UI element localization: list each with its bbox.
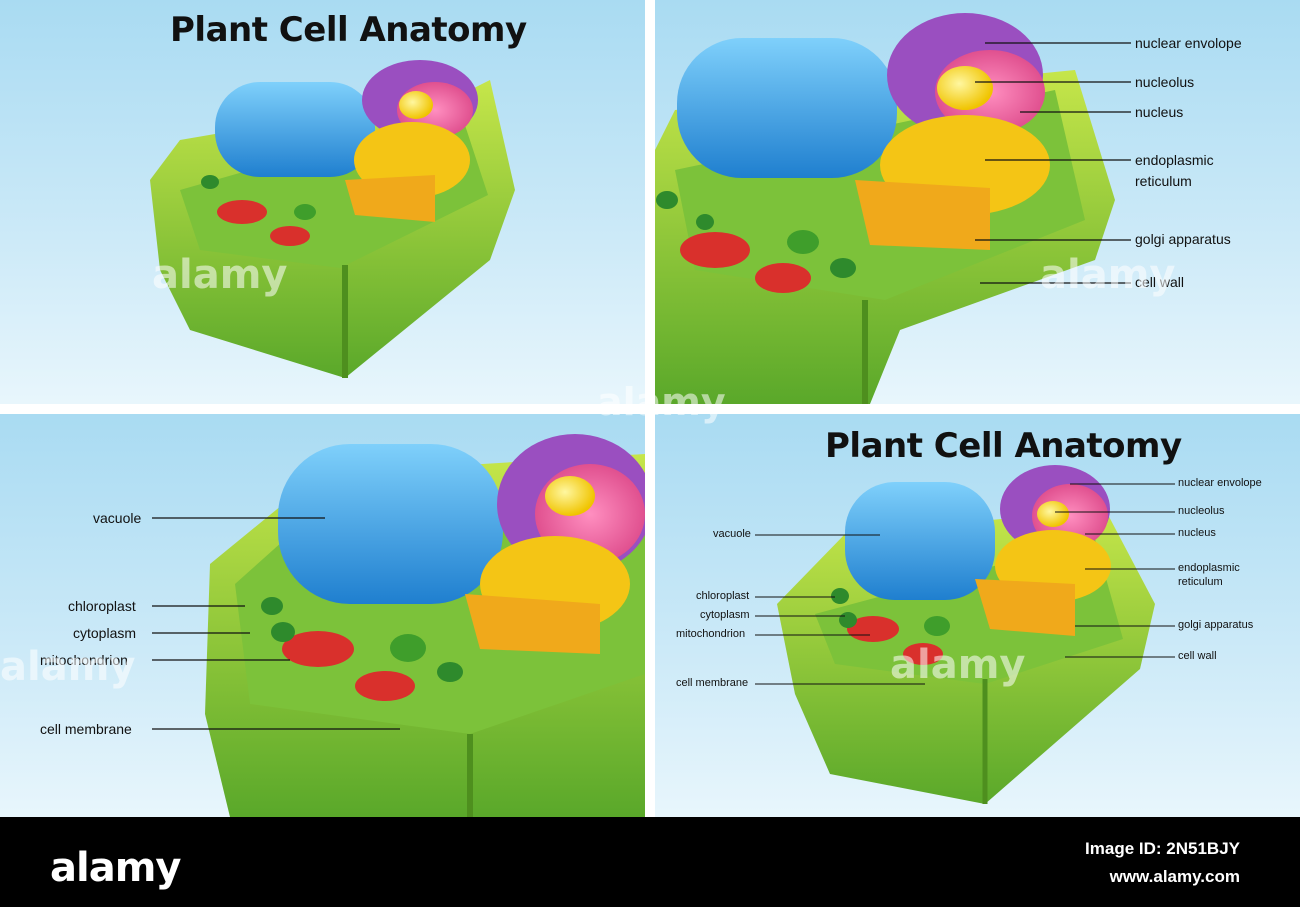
label-nucleolus: nucleolus: [1135, 74, 1195, 90]
label-mitochondrion: mitochondrion: [676, 628, 746, 640]
label-chloroplast: chloroplast: [696, 590, 750, 602]
site-url: www.alamy.com: [1109, 867, 1240, 886]
watermark: alamy: [0, 644, 136, 690]
label-nucleus: nucleus: [1178, 527, 1216, 539]
watermark: alamy: [597, 380, 726, 424]
watermark: alamy: [1040, 252, 1176, 298]
label-cytoplasm: cytoplasm: [700, 609, 750, 621]
footer-bar: alamy Image ID: 2N51BJY www.alamy.com: [0, 817, 1300, 907]
label-nuclear-envelope: nuclear envolope: [1135, 35, 1242, 51]
cell-illustration: [655, 414, 1300, 817]
panel-bottom-left: vacuole chloroplast cytoplasm mitochondr…: [0, 414, 645, 817]
cell-illustration: [655, 0, 1300, 404]
label-nuclear-envelope: nuclear envolope: [1178, 477, 1262, 489]
label-er-line1: endoplasmic: [1135, 152, 1214, 168]
panel-top-right: nuclear envolope nucleolus nucleus endop…: [655, 0, 1300, 404]
leader-lines: [152, 517, 400, 730]
label-chloroplast: chloroplast: [68, 598, 136, 614]
panel-bottom-right: Plant Cell Anatomy nuclear envolope nucl…: [655, 414, 1300, 817]
page-title: Plant Cell Anatomy: [170, 10, 527, 50]
watermark: alamy: [890, 642, 1026, 688]
watermark: alamy: [152, 252, 288, 298]
cell-illustration: [0, 0, 645, 404]
label-nucleolus: nucleolus: [1178, 505, 1225, 517]
label-cell-membrane: cell membrane: [676, 677, 749, 689]
label-golgi: golgi apparatus: [1178, 619, 1254, 631]
label-nucleus: nucleus: [1135, 104, 1184, 120]
page-title: Plant Cell Anatomy: [825, 426, 1182, 466]
image-id: Image ID: 2N51BJY: [1085, 839, 1240, 858]
label-cytoplasm: cytoplasm: [73, 625, 137, 641]
label-cell-wall: cell wall: [1178, 650, 1217, 662]
label-er-line2: reticulum: [1135, 173, 1192, 189]
leader-lines: [975, 42, 1131, 284]
label-cell-wall: cell wall: [1135, 274, 1185, 290]
leader-lines: [755, 483, 1175, 685]
label-mitochondrion: mitochondrion: [40, 652, 128, 668]
brand-logo: alamy: [50, 845, 181, 891]
label-vacuole: vacuole: [713, 528, 751, 540]
cell-illustration: [0, 414, 645, 817]
label-golgi: golgi apparatus: [1135, 231, 1231, 247]
panel-top-left: Plant Cell Anatomy alamy: [0, 0, 645, 404]
label-vacuole: vacuole: [93, 510, 142, 526]
label-cell-membrane: cell membrane: [40, 721, 132, 737]
label-er-line2: reticulum: [1178, 576, 1223, 588]
label-er-line1: endoplasmic: [1178, 562, 1240, 574]
